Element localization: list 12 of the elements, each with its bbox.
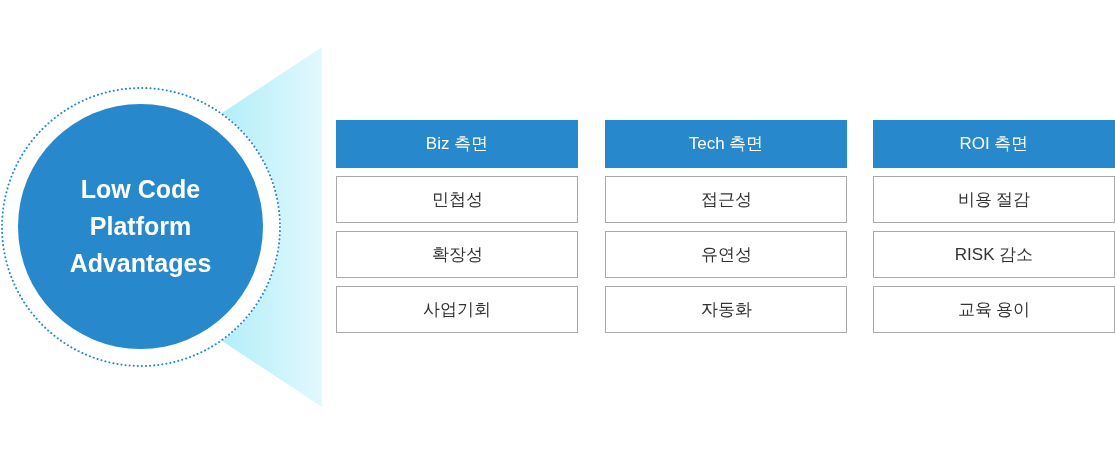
- feature-box: 확장성: [336, 231, 578, 278]
- category-header: ROI 측면: [873, 120, 1115, 168]
- feature-box: 자동화: [605, 286, 847, 333]
- feature-box: 유연성: [605, 231, 847, 278]
- feature-box: RISK 감소: [873, 231, 1115, 278]
- feature-box: 교육 용이: [873, 286, 1115, 333]
- category-header: Biz 측면: [336, 120, 578, 168]
- category-header: Tech 측면: [605, 120, 847, 168]
- feature-box: 사업기회: [336, 286, 578, 333]
- feature-box: 접근성: [605, 176, 847, 223]
- feature-box: 민첩성: [336, 176, 578, 223]
- feature-box: 비용 절감: [873, 176, 1115, 223]
